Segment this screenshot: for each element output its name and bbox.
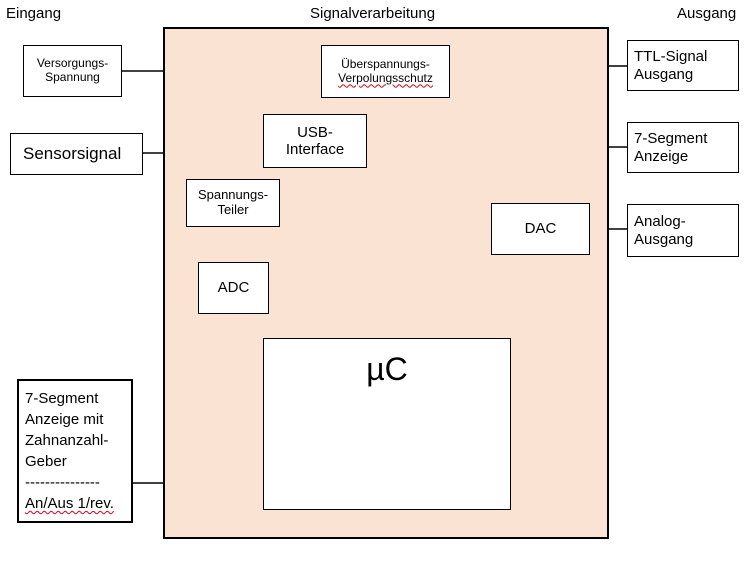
usb-interface-box: USB- Interface <box>263 114 367 168</box>
overvoltage-protection-label-1: Überspannungs- <box>341 56 430 71</box>
ttl-signal-label-2: Ausgang <box>634 65 694 83</box>
usb-interface-label-1: USB- <box>297 123 333 141</box>
analog-output-label-1: Analog- <box>634 213 686 231</box>
microcontroller-label: µC <box>366 351 408 387</box>
sensor-signal-label: Sensorsignal <box>23 144 122 164</box>
tooth-count-display-box: 7-Segment Anzeige mit Zahnanzahl- Geber … <box>17 379 133 523</box>
tooth-display-line-4: Geber <box>25 453 67 470</box>
heading-output: Ausgang <box>677 5 737 22</box>
seven-segment-label-1: 7-Segment <box>634 130 708 148</box>
supply-voltage-box: Versorgungs- Spannung <box>23 45 122 97</box>
tooth-display-line-1: 7-Segment <box>25 390 99 407</box>
analog-output-box: Analog- Ausgang <box>627 204 739 257</box>
sensor-signal-box: Sensorsignal <box>10 133 143 175</box>
voltage-divider-box: Spannungs- Teiler <box>186 179 280 227</box>
adc-box: ADC <box>198 262 269 314</box>
overvoltage-protection-box: Überspannungs- Verpolungsschutz <box>321 45 450 98</box>
voltage-divider-label-1: Spannungs- <box>197 187 269 203</box>
ttl-signal-box: TTL-Signal Ausgang <box>627 40 739 91</box>
microcontroller-box: µC <box>263 338 511 510</box>
seven-segment-box: 7-Segment Anzeige <box>627 122 739 173</box>
overvoltage-protection-label-2: Verpolungsschutz <box>338 70 433 85</box>
tooth-display-separator: --------------- <box>25 474 100 491</box>
supply-voltage-label-1: Versorgungs- <box>36 56 109 71</box>
adc-label: ADC <box>217 279 250 297</box>
dac-box: DAC <box>491 203 590 255</box>
analog-output-label-2: Ausgang <box>634 230 694 248</box>
usb-interface-label-2: Interface <box>285 141 345 158</box>
tooth-display-line-3: Zahnanzahl- <box>25 432 109 449</box>
voltage-divider-label-2: Teiler <box>217 202 249 217</box>
supply-voltage-label-2: Spannung <box>45 70 100 84</box>
seven-segment-label-2: Anzeige <box>634 147 689 165</box>
heading-input: Eingang <box>6 5 62 22</box>
tooth-display-line-6: An/Aus 1/rev. <box>25 495 114 512</box>
ttl-signal-label-1: TTL-Signal <box>634 48 708 66</box>
tooth-display-line-2: Anzeige mit <box>25 411 104 428</box>
dac-label: DAC <box>524 220 557 238</box>
heading-processing: Signalverarbeitung <box>310 5 436 22</box>
